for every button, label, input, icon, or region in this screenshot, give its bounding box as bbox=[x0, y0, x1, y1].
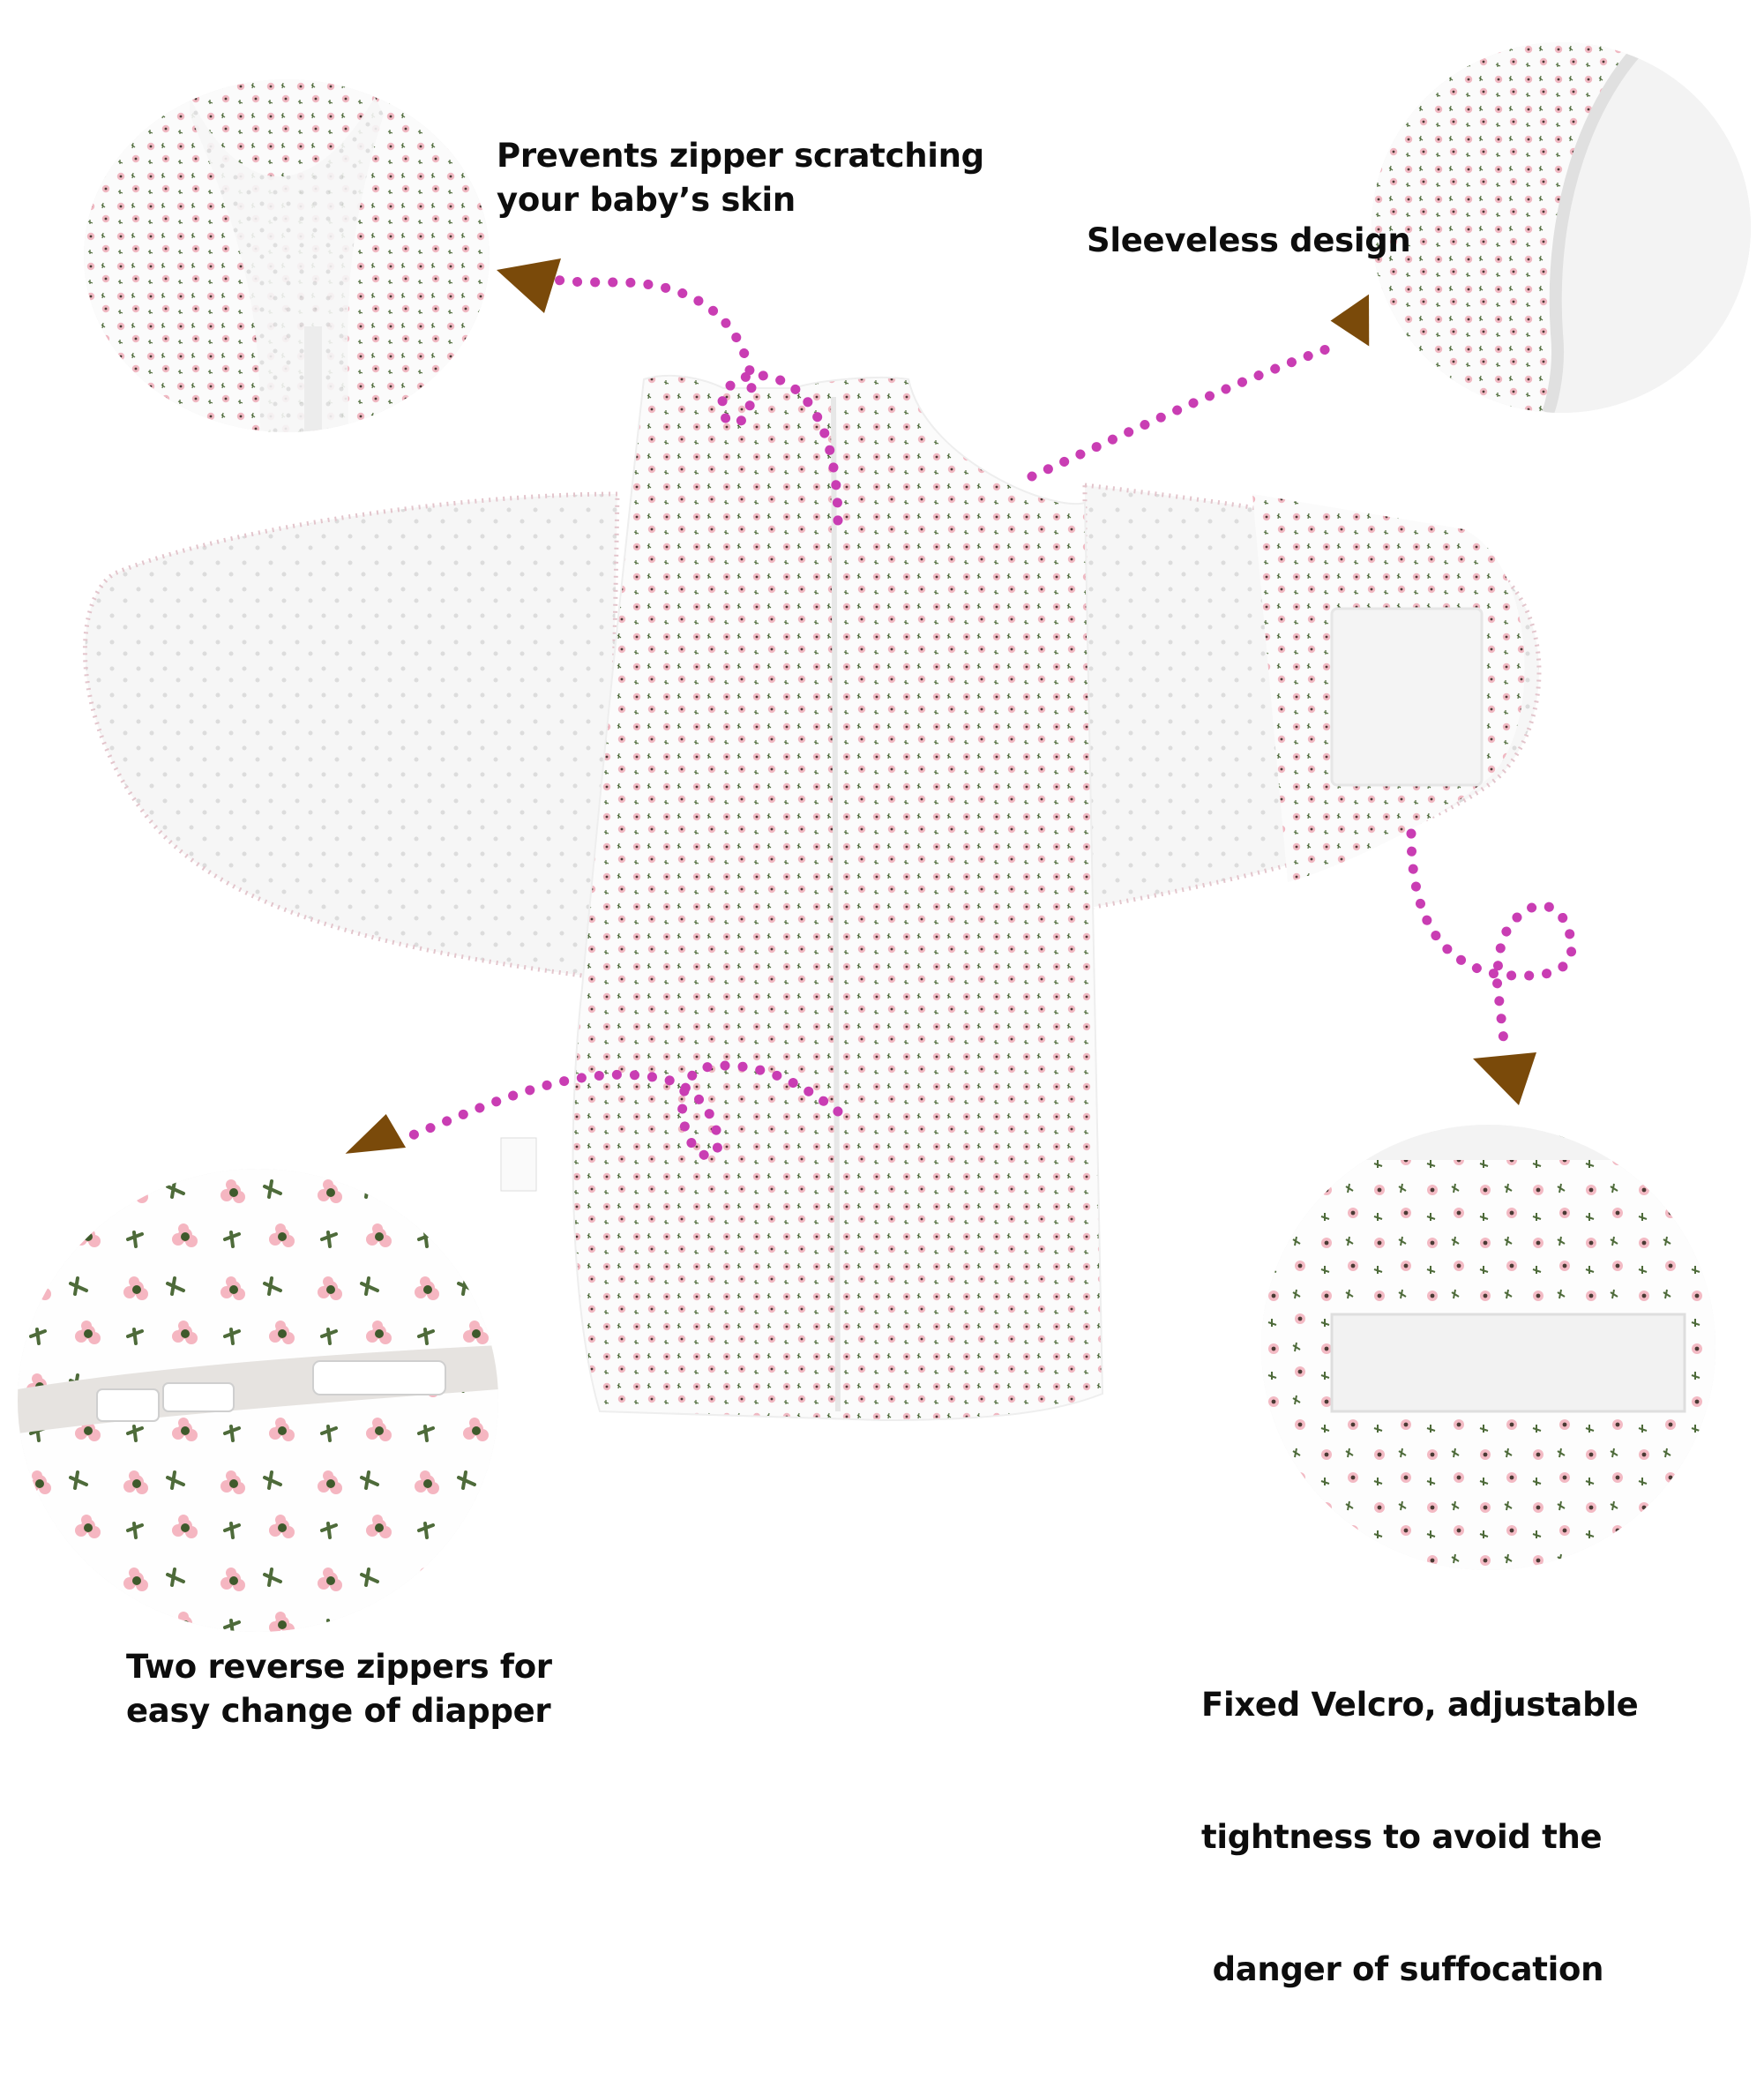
callout-line: Two reverse zippers for bbox=[126, 1648, 552, 1686]
detail-circle-zipper-guard bbox=[84, 79, 490, 432]
detail-circle-velcro bbox=[1261, 1125, 1715, 1570]
zipper-guard-closeup-image bbox=[84, 79, 490, 432]
zipper-seam bbox=[831, 396, 841, 1412]
detail-circle-reverse-zippers bbox=[18, 1169, 498, 1632]
velcro-strip bbox=[1330, 1313, 1686, 1413]
callout-sleeveless-label: Sleeveless design bbox=[1087, 219, 1411, 263]
detail-circle-sleeveless bbox=[1372, 42, 1751, 413]
velcro-patch bbox=[1330, 607, 1484, 787]
callout-reverse-zippers-label: Two reverse zippers for easy change of d… bbox=[126, 1645, 552, 1733]
zipper-pull-left-icon bbox=[96, 1388, 160, 1422]
zipper-pull-right-icon bbox=[312, 1360, 446, 1395]
velcro-closeup-image bbox=[1261, 1125, 1715, 1570]
infographic-canvas: Prevents zipper scratching your baby’s s… bbox=[18, 42, 1751, 1988]
callout-velcro-label: Fixed Velcro, adjustable tightness to av… bbox=[1201, 1595, 1639, 2080]
callout-line: your baby’s skin bbox=[497, 181, 796, 219]
zipper-pull-center-icon bbox=[162, 1382, 235, 1412]
callout-line: tightness to avoid the bbox=[1201, 1818, 1603, 1856]
callout-line: danger of suffocation bbox=[1201, 1950, 1604, 1988]
care-tag bbox=[500, 1137, 537, 1192]
left-wing bbox=[82, 491, 620, 982]
callout-line: Fixed Velcro, adjustable bbox=[1201, 1686, 1639, 1724]
armhole-closeup-image bbox=[1372, 42, 1751, 413]
double-zipper-closeup-image bbox=[18, 1169, 498, 1632]
callout-line: easy change of diapper bbox=[126, 1692, 551, 1730]
callout-zipper-guard-label: Prevents zipper scratching your baby’s s… bbox=[497, 134, 984, 222]
callout-line: Sleeveless design bbox=[1087, 221, 1411, 259]
callout-line: Prevents zipper scratching bbox=[497, 137, 984, 175]
